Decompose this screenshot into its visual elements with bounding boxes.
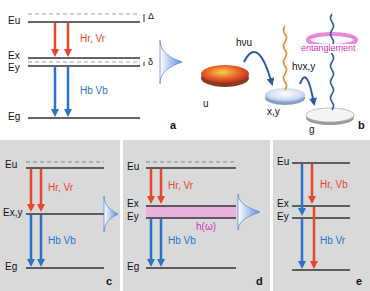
state-label: g	[309, 125, 315, 135]
spectral-label: h(ω)	[196, 222, 216, 232]
photon-arrow	[300, 77, 314, 104]
energy-label: Ey	[277, 212, 289, 222]
photon-arrow	[244, 52, 272, 84]
photon-label: hνx,y	[292, 62, 315, 72]
coupling-label: Hr, Vr	[168, 181, 193, 191]
coupling-label: Hr, Vr	[80, 34, 105, 44]
energy-label: Eu	[8, 16, 20, 26]
coupling-label: Hr, Vr	[48, 183, 73, 193]
energy-label: Eg	[8, 112, 20, 122]
coupling-label: Hr, Vb	[320, 180, 348, 190]
state-disc: u	[200, 62, 252, 110]
energy-label: Eu	[277, 157, 289, 167]
entanglement-label: entanglement	[300, 44, 357, 53]
energy-label: Ex	[127, 199, 139, 209]
coupling-label: Hb Vb	[80, 86, 108, 96]
panel-letter: b	[358, 120, 365, 131]
energy-label: Eu	[127, 162, 139, 172]
energy-label: Ex,y	[3, 208, 22, 218]
panel-letter: a	[170, 120, 176, 131]
energy-label: Ex	[277, 199, 289, 209]
photon-label: hνu	[236, 38, 252, 48]
state-label: u	[203, 99, 209, 109]
energy-label: Ey	[8, 63, 20, 73]
coupling-label: Hb Vb	[168, 236, 196, 246]
splitting-label: Δ	[148, 12, 154, 21]
energy-label: Ex	[8, 51, 20, 61]
state-disc: g	[306, 104, 356, 136]
coupling-label: Hb Vr	[320, 236, 345, 246]
panel-letter: d	[256, 276, 263, 287]
energy-label: Eu	[5, 160, 17, 170]
panel-letter: c	[106, 276, 112, 287]
state-label: x,y	[267, 107, 280, 117]
coupling-label: Hb Vb	[48, 236, 76, 246]
energy-label: Ey	[127, 212, 139, 222]
state-disc: x,y	[264, 84, 308, 118]
energy-label: Eg	[5, 262, 17, 272]
panel-letter: e	[356, 276, 362, 287]
splitting-label: δ	[148, 58, 153, 67]
energy-label: Eg	[127, 262, 139, 272]
